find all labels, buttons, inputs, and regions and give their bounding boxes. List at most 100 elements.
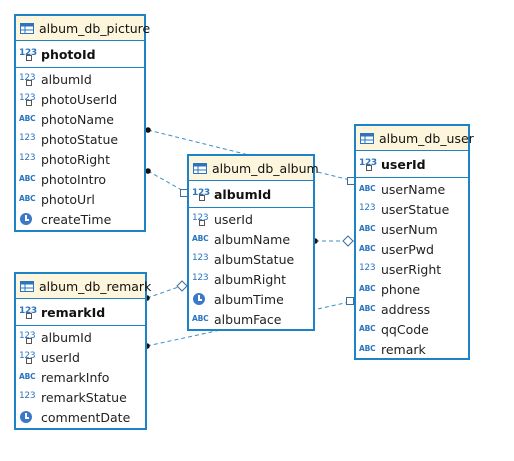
number-type-icon: 123	[359, 203, 376, 213]
table-column[interactable]: ABC photoIntro	[16, 169, 144, 189]
table-column[interactable]: ABC qqCode	[356, 319, 468, 339]
column-name: albumName	[214, 231, 291, 247]
table-name: album_db_user	[379, 130, 474, 146]
column-name: userStatue	[381, 201, 450, 217]
table-icon	[193, 162, 207, 174]
text-type-icon: ABC	[19, 194, 36, 203]
table-column[interactable]: createTime	[16, 209, 144, 229]
column-name: userId	[214, 211, 253, 227]
table-header[interactable]: album_db_remark	[16, 274, 151, 299]
text-type-icon: ABC	[359, 344, 376, 353]
column-name: photoStatue	[41, 131, 119, 147]
relation-one-square-end	[346, 297, 354, 305]
table-header[interactable]: album_db_album	[189, 156, 319, 181]
column-name: userId	[41, 349, 80, 365]
table-name: album_db_remark	[39, 278, 152, 294]
foreign-key-number-icon: 123	[19, 72, 37, 86]
datetime-type-icon	[192, 292, 210, 306]
table-column[interactable]: 123 albumId	[16, 327, 145, 347]
text-type-icon: ABC	[19, 372, 36, 381]
table-column[interactable]: ABC phone	[356, 279, 468, 299]
text-type-icon: ABC	[359, 284, 376, 293]
primary-key-column[interactable]: 123 remarkId	[16, 299, 145, 326]
table-column[interactable]: ABC photoUrl	[16, 189, 144, 209]
table-column[interactable]: ABC albumFace	[189, 309, 313, 329]
table-column[interactable]: 123 userStatue	[356, 199, 468, 219]
foreign-key-number-icon: 123	[19, 92, 37, 106]
relationship-lines	[144, 127, 355, 349]
column-name: photoIntro	[41, 171, 107, 187]
column-name: photoUrl	[41, 191, 95, 207]
table-column[interactable]: commentDate	[16, 407, 145, 427]
table-header[interactable]: album_db_picture	[16, 16, 150, 41]
table-icon	[360, 132, 374, 144]
number-type-icon: 123	[192, 187, 210, 201]
table-column[interactable]: 123 userRight	[356, 259, 468, 279]
text-type-icon: ABC	[359, 224, 376, 233]
column-name: qqCode	[381, 321, 429, 337]
table-name: album_db_album	[212, 160, 319, 176]
table-column[interactable]: 123 photoUserId	[16, 89, 144, 109]
text-type-icon: ABC	[192, 234, 209, 243]
column-name: userRight	[381, 261, 442, 277]
column-name: photoId	[41, 46, 96, 62]
column-name: albumId	[214, 186, 272, 202]
table-column[interactable]: 123 albumId	[16, 69, 144, 89]
column-name: userName	[381, 181, 446, 197]
column-name: photoUserId	[41, 91, 118, 107]
table-column[interactable]: albumTime	[189, 289, 313, 309]
column-name: remarkStatue	[41, 389, 127, 405]
column-name: address	[381, 301, 431, 317]
foreign-key-number-icon: 123	[19, 330, 37, 344]
column-name: albumId	[41, 71, 92, 87]
table-icon	[20, 280, 34, 292]
number-type-icon: 123	[19, 305, 37, 319]
relation-many-end	[145, 168, 151, 174]
column-name: createTime	[41, 211, 112, 227]
relation-many-end	[145, 127, 151, 133]
number-type-icon: 123	[19, 153, 36, 163]
number-type-icon: 123	[359, 157, 377, 171]
relation-one-diamond-end	[342, 235, 354, 247]
column-name: albumStatue	[214, 251, 295, 267]
text-type-icon: ABC	[359, 324, 376, 333]
column-name: albumFace	[214, 311, 282, 327]
column-name: phone	[381, 281, 421, 297]
foreign-key-number-icon: 123	[192, 212, 210, 226]
column-name: userPwd	[381, 241, 434, 257]
table-header[interactable]: album_db_user	[356, 126, 474, 151]
number-type-icon: 123	[19, 391, 36, 401]
table-column[interactable]: ABC albumName	[189, 229, 313, 249]
text-type-icon: ABC	[19, 174, 36, 183]
number-type-icon: 123	[359, 263, 376, 273]
primary-key-column[interactable]: 123 albumId	[189, 181, 313, 208]
table-column[interactable]: 123 userId	[189, 209, 313, 229]
primary-key-column[interactable]: 123 userId	[356, 151, 468, 178]
text-type-icon: ABC	[192, 314, 209, 323]
primary-key-column[interactable]: 123 photoId	[16, 41, 144, 68]
table-column[interactable]: 123 remarkStatue	[16, 387, 145, 407]
column-name: albumId	[41, 329, 92, 345]
number-type-icon: 123	[19, 47, 37, 61]
